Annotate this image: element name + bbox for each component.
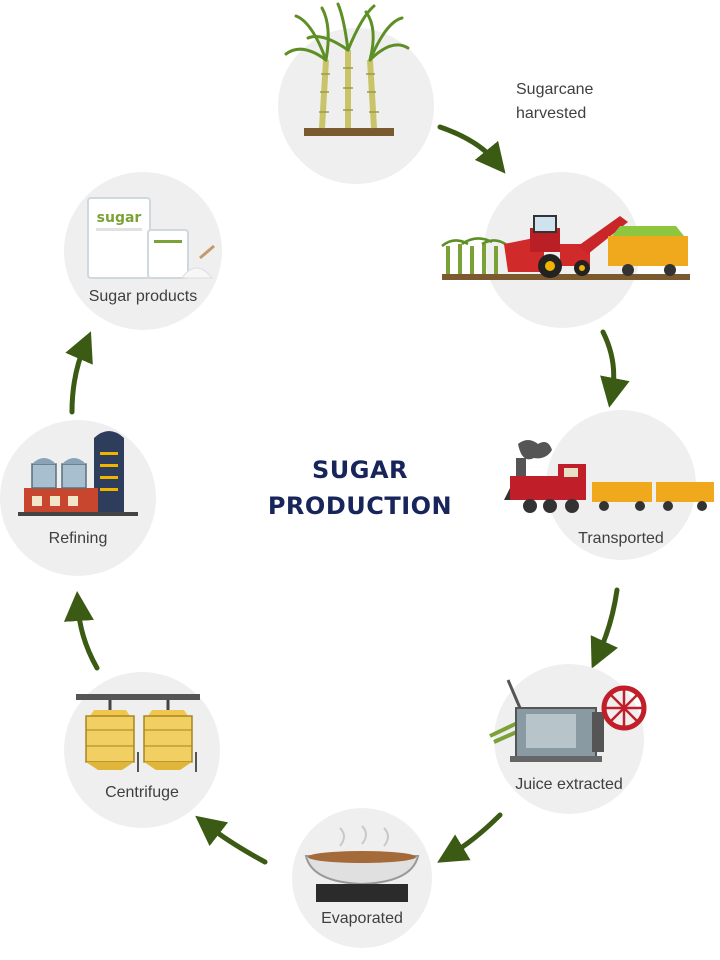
cane-press-icon bbox=[489, 679, 647, 762]
boiling-pan-icon bbox=[304, 825, 420, 902]
arrow-evaporated-to-centrifuge bbox=[195, 815, 268, 865]
diagram-title-line1: SUGAR bbox=[311, 456, 409, 484]
diagram-title-line2: PRODUCTION bbox=[267, 492, 453, 520]
centrifuge-tanks-icon bbox=[76, 694, 200, 772]
arrow-harvested-to-loading bbox=[437, 124, 506, 174]
step-refining-label: Refining bbox=[48, 530, 108, 547]
step-centrifuge-label: Centrifuge bbox=[105, 784, 179, 801]
arrow-centrifuge-to-refining bbox=[63, 591, 100, 671]
sugar-bags-icon: sugar bbox=[87, 197, 215, 279]
step-harvested-label: Sugarcane harvested bbox=[516, 78, 593, 126]
arrow-transported-to-juice bbox=[590, 587, 620, 669]
arrow-juice-to-evaporated bbox=[437, 812, 503, 863]
step-harvested-label-line1: Sugarcane bbox=[516, 81, 594, 98]
arrow-loading-to-transported bbox=[600, 329, 630, 408]
step-juice-label: Juice extracted bbox=[515, 776, 623, 793]
step-transported-label: Transported bbox=[578, 530, 664, 547]
step-evaporated-label: Evaporated bbox=[321, 910, 403, 927]
sugarcane-plants-icon bbox=[284, 2, 410, 136]
refinery-factory-icon bbox=[18, 431, 138, 516]
sugar-bag-text: sugar bbox=[97, 210, 142, 226]
step-harvested-label-line2: harvested bbox=[516, 105, 587, 122]
step-harvested-circle bbox=[278, 28, 434, 184]
arrow-refining-to-products bbox=[65, 331, 93, 415]
steam-train-icon bbox=[504, 440, 714, 513]
step-products-label: Sugar products bbox=[88, 288, 198, 305]
harvester-truck-icon bbox=[441, 215, 690, 280]
